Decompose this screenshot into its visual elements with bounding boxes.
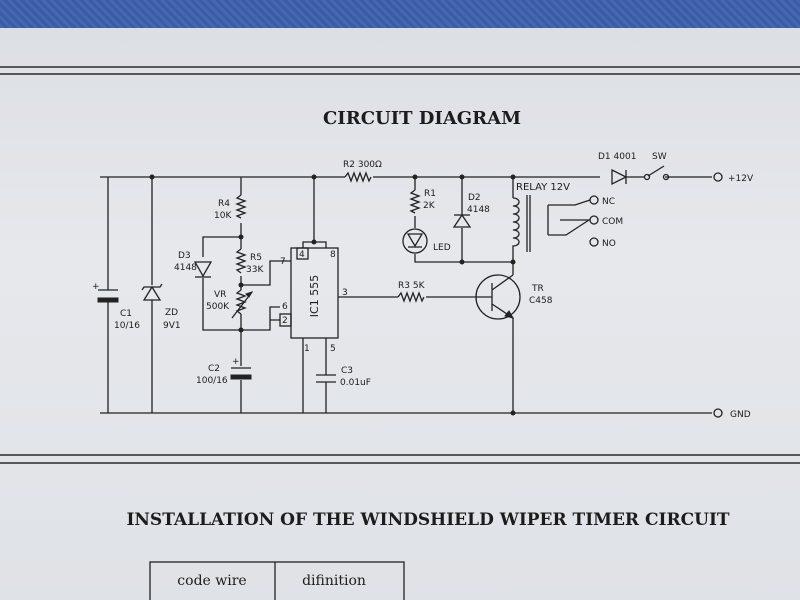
pin6-label: 6	[282, 302, 288, 312]
emitter-arrow	[504, 310, 515, 319]
nc-label: NC	[602, 197, 615, 207]
nc-terminal[interactable]	[589, 195, 599, 205]
pin2-box	[279, 313, 292, 327]
c3-name: C3	[341, 366, 353, 376]
transistor-leads	[491, 274, 514, 413]
sw-contact-left	[643, 173, 651, 181]
r3-resistor	[397, 291, 425, 303]
r1-resistor	[409, 189, 421, 214]
led-label: LED	[433, 243, 451, 253]
r5-resistor	[235, 248, 247, 274]
d2-diode	[452, 213, 472, 228]
d3-wire	[202, 236, 241, 331]
r1-led-wire	[414, 177, 513, 263]
node	[510, 259, 516, 265]
section-heading: INSTALLATION OF THE WINDSHIELD WIPER TIM…	[126, 510, 729, 530]
table-header-code-wire: code wire	[177, 573, 246, 589]
zd-name: ZD	[165, 308, 178, 318]
com-label: COM	[602, 217, 623, 227]
d3-value: 4148	[174, 263, 197, 273]
sw-contact-right	[662, 173, 670, 181]
c2-name: C2	[208, 364, 220, 374]
node	[311, 174, 317, 180]
d1-label: D1 4001	[598, 152, 636, 162]
r5-value: 33K	[246, 265, 264, 275]
tr-name: TR	[531, 284, 544, 294]
no-terminal[interactable]	[589, 237, 599, 247]
d1-diode	[611, 168, 628, 186]
sw-label: SW	[652, 152, 667, 162]
pin1-label: 1	[304, 344, 310, 354]
pin7-wire	[241, 260, 291, 286]
diagram-title: CIRCUIT DIAGRAM	[323, 108, 521, 129]
c2-plus: +	[232, 357, 240, 367]
zd-value: 9V1	[163, 321, 181, 331]
d2-name: D2	[468, 193, 481, 203]
r2-label: R2 300Ω	[343, 160, 382, 170]
led	[402, 228, 428, 254]
r4-value: 10K	[214, 211, 232, 221]
r4-name: R4	[218, 199, 230, 209]
pin7-label: 7	[280, 257, 286, 267]
gnd-label: GND	[730, 410, 751, 420]
r1-value: 2K	[423, 201, 436, 211]
c2-plate-bottom	[230, 374, 252, 380]
v12-terminal[interactable]	[713, 172, 723, 182]
node	[459, 259, 465, 265]
c3-value: 0.01uF	[340, 378, 371, 388]
r2-resistor	[344, 171, 372, 183]
pin6-2-wire	[241, 306, 280, 331]
r5-name: R5	[250, 253, 262, 263]
tr-value: C458	[529, 296, 553, 306]
vr-value: 500K	[206, 302, 230, 312]
led-triangle	[406, 233, 424, 248]
pin5-label: 5	[330, 344, 336, 354]
relay-coil	[512, 197, 520, 248]
vr-name: VR	[214, 290, 226, 300]
zener-bar	[141, 283, 163, 291]
wire-table	[149, 561, 405, 600]
no-label: NO	[602, 239, 616, 249]
zener-diode	[142, 285, 162, 301]
com-terminal[interactable]	[589, 215, 599, 225]
pin2-label: 2	[282, 316, 288, 326]
d2-value: 4148	[467, 205, 490, 215]
node	[510, 410, 516, 416]
c2-value: 100/16	[196, 376, 228, 386]
c1-plus: +	[92, 282, 100, 292]
c1-name: C1	[120, 309, 132, 319]
c1-value: 10/16	[114, 321, 140, 331]
r4-resistor	[235, 194, 247, 219]
pin8-label: 8	[330, 250, 336, 260]
relay-contacts	[547, 199, 591, 236]
paper-sheet	[0, 28, 800, 600]
gnd-terminal[interactable]	[713, 408, 723, 418]
r3-label: R3 5K	[398, 281, 426, 291]
c1-plate-bottom	[97, 297, 119, 303]
pin4-8-wire	[302, 177, 327, 248]
relay-label: RELAY 12V	[516, 182, 570, 193]
sw-lever[interactable]	[647, 165, 665, 177]
ic1-555-chip	[290, 247, 339, 339]
ic-label: IC1 555	[308, 275, 321, 317]
v12-label: +12V	[728, 174, 754, 184]
d3-name: D3	[178, 251, 191, 261]
d3-diode	[193, 261, 213, 278]
vr-arrow-head	[245, 291, 254, 298]
r1-name: R1	[424, 189, 436, 199]
pin3-label: 3	[342, 288, 348, 298]
table-header-definition: difinition	[302, 573, 366, 589]
pin4-label: 4	[299, 250, 305, 260]
node	[311, 239, 317, 245]
